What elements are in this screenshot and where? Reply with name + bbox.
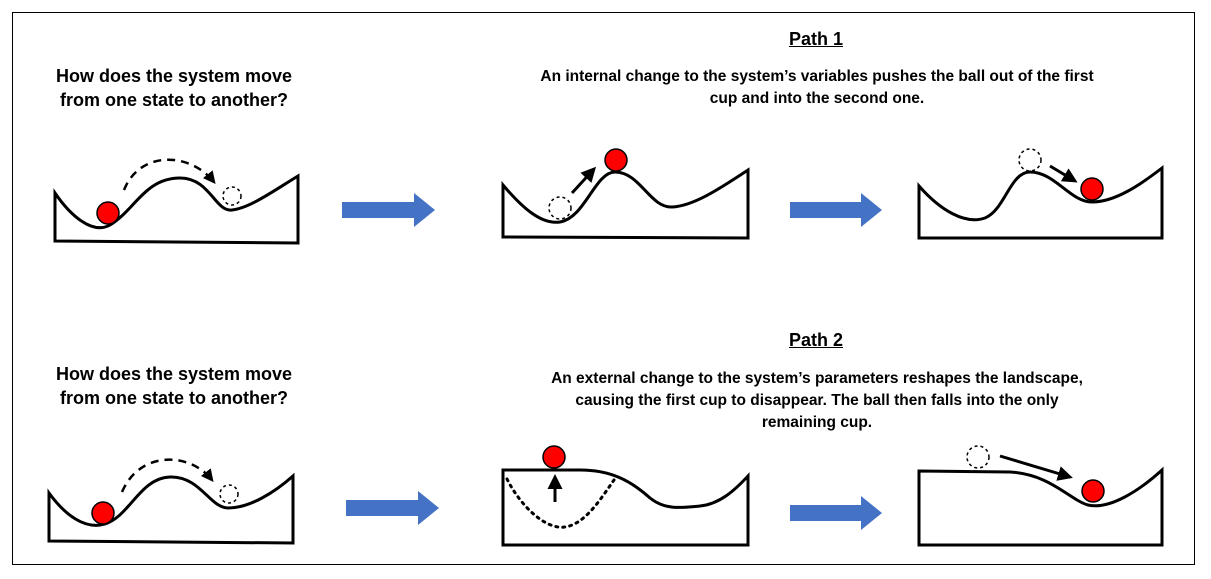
red-ball <box>1081 479 1105 503</box>
question-bottom: How does the system move from one state … <box>55 364 293 408</box>
landscape-outline <box>501 468 750 547</box>
diagram-frame <box>12 12 1195 565</box>
landscape-path1-step1 <box>501 148 750 240</box>
path2-title: Path 2 <box>788 330 844 350</box>
dashed-trajectory-arrow <box>120 458 214 493</box>
landscape-outline <box>53 173 300 245</box>
landscape-top-initial <box>53 158 300 245</box>
ghost-ball <box>966 445 990 469</box>
landscape-path2-step1 <box>501 445 750 547</box>
red-ball <box>1080 177 1104 201</box>
push-arrow <box>570 166 597 195</box>
landscape-path2-step2 <box>917 445 1164 547</box>
ghost-ball <box>219 484 239 504</box>
ghost-ball <box>1018 148 1042 172</box>
landscape-bottom-initial <box>47 458 295 545</box>
question-top: How does the system move from one state … <box>55 66 293 110</box>
block-arrow-3 <box>346 491 439 525</box>
red-ball <box>604 148 628 172</box>
path2-description: An external change to the system’s param… <box>551 370 1083 431</box>
vanished-cup-dotted <box>505 477 616 529</box>
red-ball <box>91 501 115 525</box>
ghost-ball <box>548 196 572 220</box>
red-ball <box>542 445 566 469</box>
landscape-outline <box>47 472 295 545</box>
block-arrow-4 <box>790 496 882 530</box>
ghost-ball <box>222 186 242 206</box>
landscape-outline <box>917 466 1164 547</box>
block-arrow-2 <box>790 193 882 227</box>
roll-arrow <box>1049 164 1078 183</box>
landscape-outline <box>917 164 1164 240</box>
landscape-path1-step2 <box>917 148 1164 240</box>
path1-description: An internal change to the system’s varia… <box>540 68 1094 107</box>
path1-title: Path 1 <box>788 29 844 49</box>
red-ball <box>96 201 120 225</box>
fall-arrow <box>999 454 1073 481</box>
landscape-outline <box>501 167 750 240</box>
block-arrow-1 <box>342 193 435 227</box>
